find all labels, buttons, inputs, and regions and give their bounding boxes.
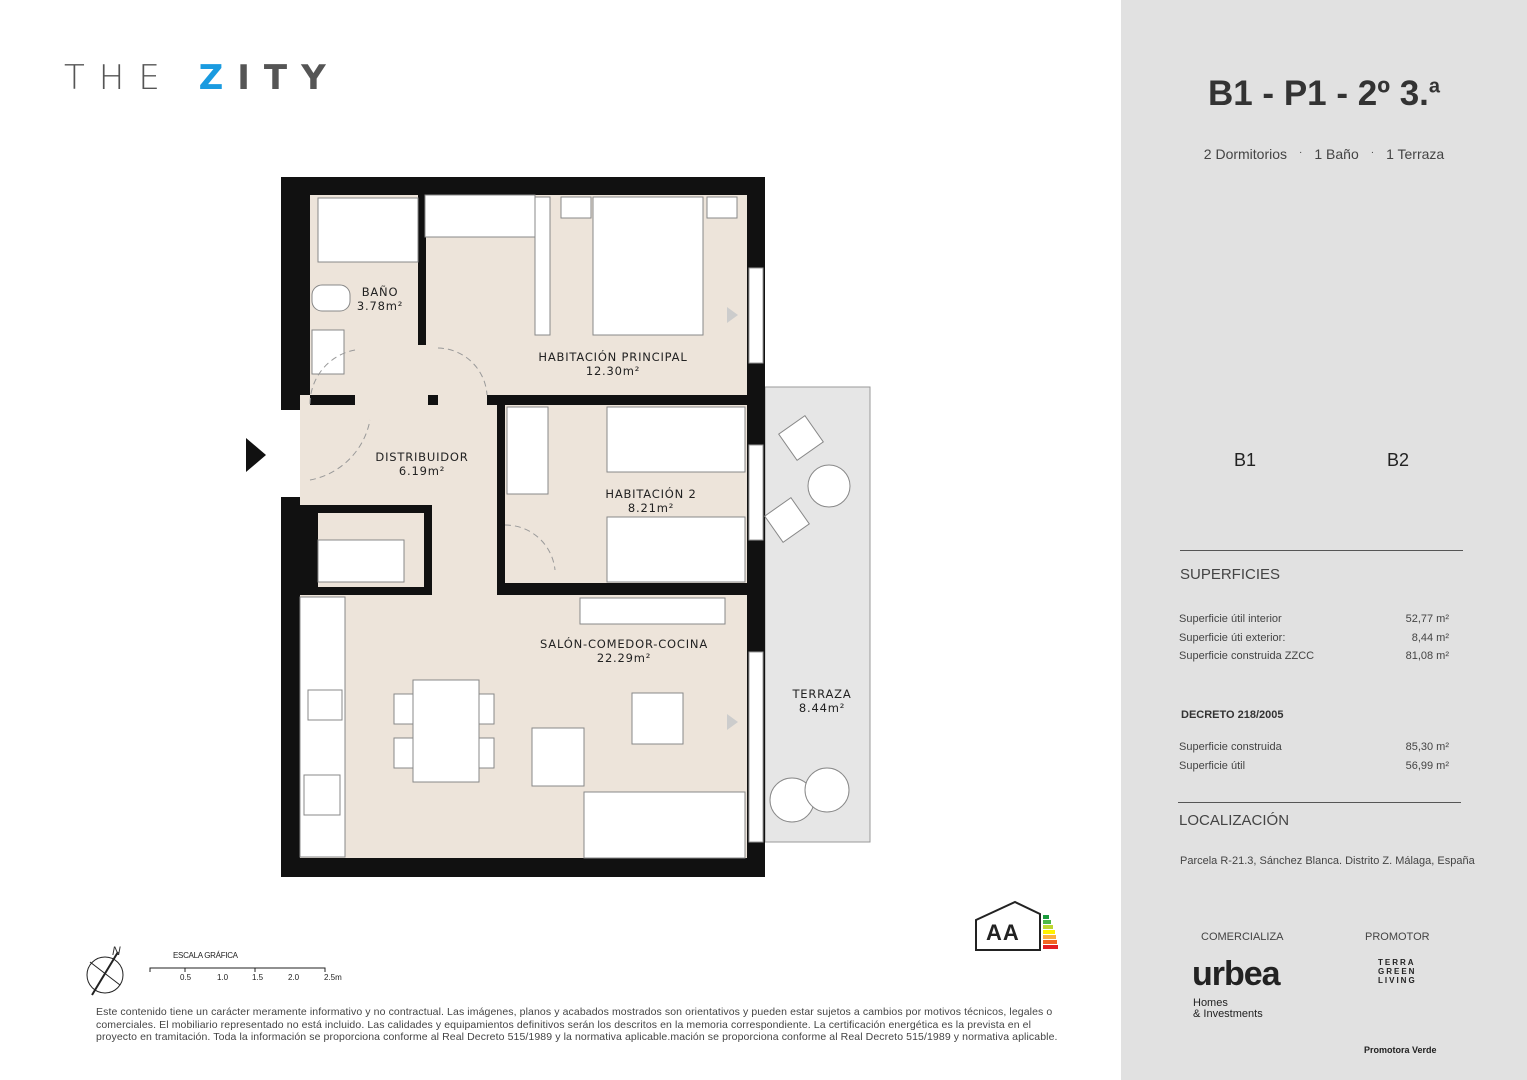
sofa [583,791,746,859]
coffee-table [631,692,684,745]
terrace-table [807,464,851,508]
entrance-arrow-icon [246,438,266,472]
shower [317,197,419,263]
promotor-label: PROMOTOR [1365,931,1430,943]
scale-bar [149,967,326,972]
urbea-logo: urbea [1192,955,1281,993]
superficies-heading: SUPERFICIES [1180,566,1281,583]
north-compass-icon [86,951,124,996]
single-bed-1 [606,406,746,473]
logo-text-bold: ITY [237,58,340,98]
kitchen-counter [299,596,346,858]
armchair [531,727,585,787]
the-zity-logo: THE ZITY [64,58,340,98]
scale-tick: 1.0 [217,973,229,982]
scale-tick: 2.5m [324,973,342,982]
floor-plan [86,177,1058,996]
urbea-subtitle: Homes& Investments [1193,997,1263,1020]
cooktop [303,774,341,816]
logo-z: Z [198,58,238,98]
terrace-floor [764,386,871,843]
double-bed [592,196,704,336]
scale-tick: 0.5 [180,973,192,982]
promotor-caption: Promotora Verde [1364,1045,1437,1055]
superficie-row: Superficie úti exterior:8,44 m² [1179,632,1449,644]
disclaimer-text: Este contenido tiene un carácter meramen… [96,1006,1058,1044]
wardrobe-main [424,194,536,238]
bath-sink [311,329,345,375]
decreto-heading: DECRETO 218/2005 [1181,709,1284,721]
energy-rating-badge [975,900,1058,951]
unit-title: B1 - P1 - 2º 3.a [1207,74,1441,113]
washer [317,539,405,583]
tv-unit [579,597,726,625]
divider [1180,550,1463,551]
divider [1178,802,1461,803]
toilet [311,284,351,312]
block-label-b1: B1 [1234,450,1257,470]
dining-table [412,679,480,783]
comercializa-label: COMERCIALIZA [1201,931,1284,943]
localizacion-text: Parcela R-21.3, Sánchez Blanca. Distrito… [1180,855,1475,867]
block-label-b2: B2 [1387,450,1410,470]
door-swings [309,347,556,571]
terra-green-living-text: TERRA GREEN LIVING [1378,958,1417,985]
logo-text: THE [64,58,199,98]
localizacion-heading: LOCALIZACIÓN [1179,812,1290,829]
info-panel [1121,0,1527,1080]
north-label: N [112,944,121,958]
furniture [299,194,851,859]
energy-rating-text: AA [986,920,1020,945]
wardrobe-2 [506,406,549,495]
scale-title: ESCALA GRÁFICA [173,951,238,960]
scale-tick: 1.5 [252,973,264,982]
windows [748,267,764,843]
single-bed-2 [606,516,746,583]
unit-specs: 2 Dormitorios·1 Baño·1 Terraza [1203,146,1445,162]
scale-tick: 2.0 [288,973,300,982]
